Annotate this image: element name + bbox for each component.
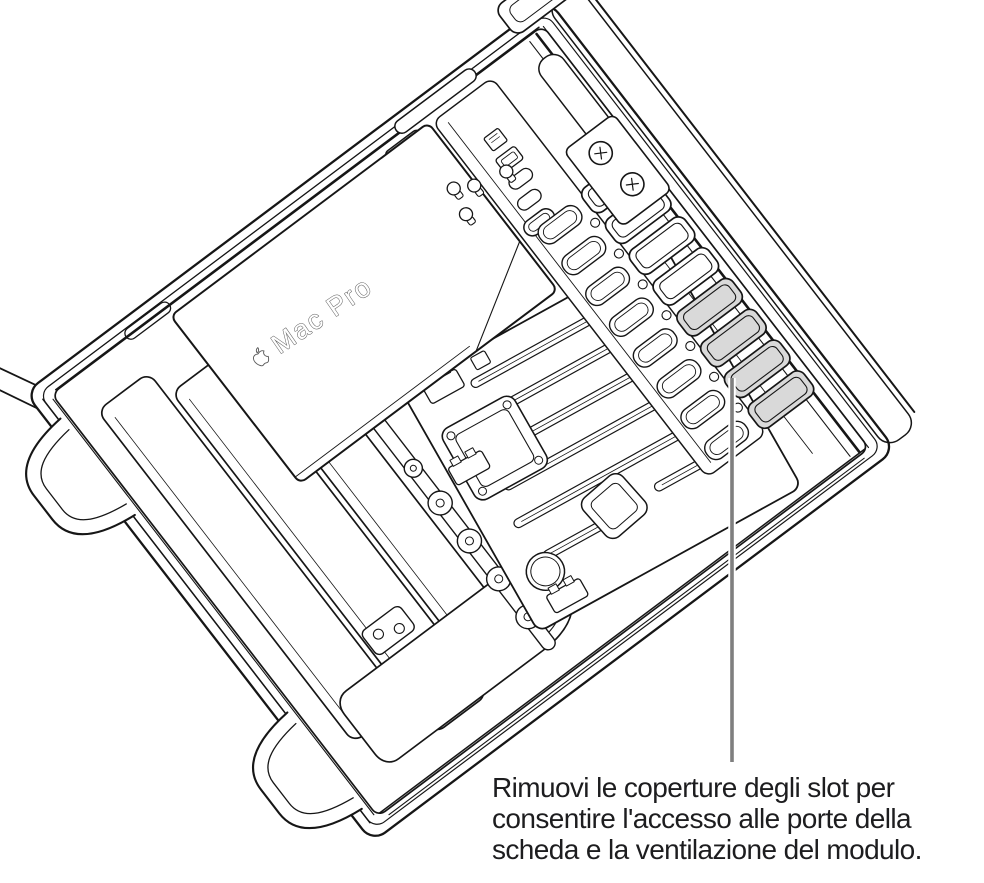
slot-cover-highlighted: [747, 370, 815, 430]
slot-cover-highlighted: [699, 308, 767, 368]
slot-covers: [580, 154, 815, 430]
caption-line: scheda e la ventilazione del modulo.: [492, 834, 922, 865]
rack-handle-bottom: [252, 711, 363, 829]
caption-line: Rimuovi le coperture degli slot per: [492, 772, 895, 803]
retainer-bracket: [361, 605, 415, 656]
standoff-pins: [446, 164, 517, 226]
apple-logo-icon: [252, 347, 270, 367]
caption: Rimuovi le coperture degli slot per cons…: [492, 772, 922, 865]
ethernet-port: [483, 128, 508, 152]
caption-line: consentire l'accesso alle porte della: [492, 803, 912, 834]
io-ports: [483, 128, 556, 237]
bracket-slot-openings: [537, 204, 750, 461]
chassis: Mac Pro: [0, 0, 916, 837]
screw-bracket: [565, 115, 670, 225]
slot-cover: [652, 246, 720, 306]
small-chip: [580, 473, 648, 540]
battery: [525, 551, 566, 592]
rail-end-cap: [497, 0, 584, 34]
usb-c-port: [508, 167, 534, 190]
vent-slot: [124, 301, 172, 340]
phillips-screw-icon: [588, 140, 614, 166]
latch-slot: [394, 68, 477, 134]
usb-c-port: [516, 188, 542, 211]
dimm-cover-panels: [100, 347, 514, 740]
slot-cover: [628, 216, 696, 276]
phillips-screw-icon: [619, 172, 645, 197]
dimm-cover-panel: [175, 356, 485, 731]
side-wall-bottom: [379, 448, 866, 816]
slot-cover-highlighted: [676, 277, 744, 337]
board-connectors: [422, 350, 589, 614]
rack-handle-top: [25, 417, 136, 536]
